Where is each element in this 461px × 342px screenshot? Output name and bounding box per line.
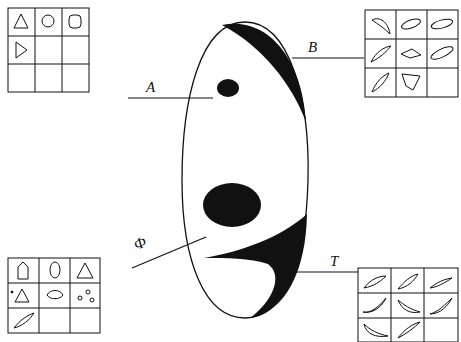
leader-line [282, 271, 358, 272]
egg-outline [182, 22, 308, 318]
part-letter: B [308, 40, 317, 55]
large-body [203, 183, 261, 227]
cell-grid [8, 8, 89, 92]
small-body [217, 79, 239, 97]
part-letter: Ф [131, 234, 148, 253]
part-letter: T [330, 254, 338, 269]
top-crescent [222, 24, 306, 122]
bottom-crescent [204, 214, 307, 318]
part-letter: A [146, 80, 155, 95]
cell-grid [365, 10, 458, 97]
leader-line [128, 97, 213, 98]
cell-grid [358, 268, 458, 342]
leader-line [292, 57, 364, 58]
cell-grid [8, 258, 100, 333]
